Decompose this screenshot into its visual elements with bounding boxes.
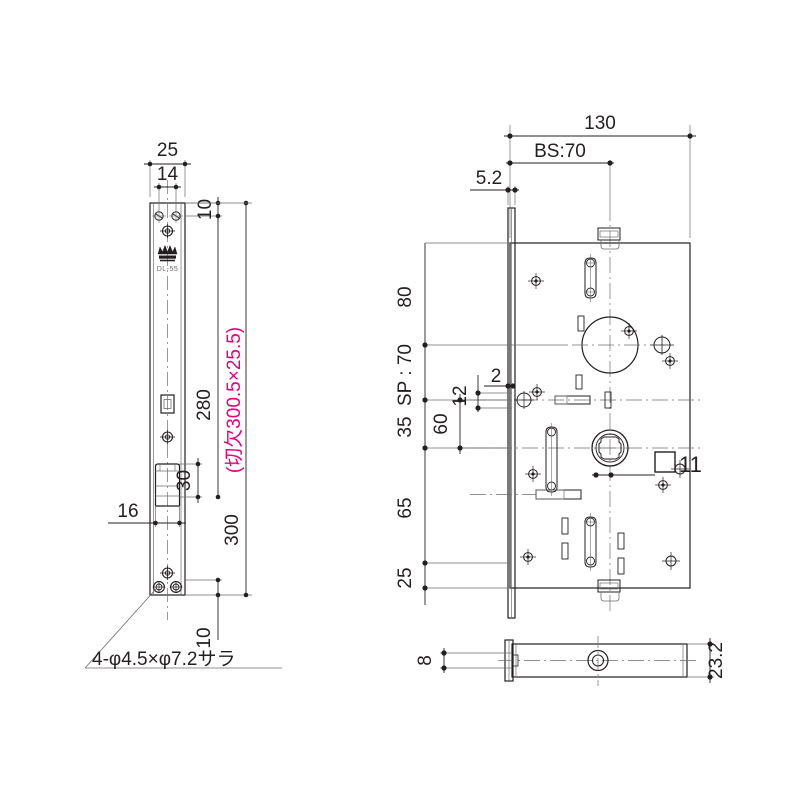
small-pin-b <box>577 315 585 332</box>
small-tab-2 <box>561 542 569 560</box>
dim-chain-vertical: 80 SP : 70 35 65 25 <box>395 242 568 605</box>
deadbolt-slot <box>160 394 175 414</box>
vertical-tab-a <box>604 391 612 409</box>
small-tab-3 <box>617 532 625 550</box>
dim-case-thickness: 23.2 <box>687 638 727 683</box>
dim-screw-spacing: 14 <box>154 164 181 210</box>
mid-slot <box>545 423 558 496</box>
dim-label-65: 65 <box>395 497 416 518</box>
small-tab-4 <box>617 557 625 575</box>
top-screw-left <box>152 209 166 223</box>
screw-mark-3 <box>650 335 674 355</box>
top-screw-right <box>169 209 183 223</box>
cut-opening-note: (切欠300.5×25.5) <box>223 327 245 473</box>
dim-case-depth: 130 <box>504 113 696 238</box>
screw-mark-8 <box>520 549 536 565</box>
screw-mark-7 <box>655 477 671 493</box>
brand-emblem-icon <box>157 244 178 262</box>
product-code-label: DL-55 <box>157 266 179 273</box>
front-view-group: DL-55 <box>84 140 282 670</box>
screw-mark-2 <box>621 323 637 339</box>
dim-bottom-offset: 10 <box>185 577 222 649</box>
dim-hub-offset: 60 <box>431 394 505 454</box>
spindle-hub <box>591 429 629 467</box>
dim-backset: BS:70 <box>506 141 614 205</box>
dim-label-25: 25 <box>395 567 416 588</box>
small-tab-1 <box>561 517 569 535</box>
dim-offset-12: 12 <box>450 375 512 412</box>
horizontal-bar-lower <box>470 489 582 500</box>
dim-label-12: 12 <box>450 385 471 406</box>
faceplate-screw-upper <box>160 224 175 238</box>
dim-label-bs70: BS:70 <box>534 141 586 162</box>
screw-mark-5 <box>529 384 545 400</box>
screw-mark-6 <box>525 466 541 482</box>
dim-label-square-11: 11 <box>679 452 702 477</box>
dim-label-300: 300 <box>222 514 243 546</box>
dim-label-25: 25 <box>157 140 178 161</box>
dim-strike-offset: 16 <box>108 501 186 527</box>
dim-label-8: 8 <box>415 655 436 666</box>
dim-label-52: 5.2 <box>476 168 502 189</box>
dim-offset-2: 2 <box>484 366 516 389</box>
dim-label-30: 30 <box>174 470 195 491</box>
horizontal-bar-upper <box>554 395 591 405</box>
hole-spec-note: 4-φ4.5×φ7.2サラ <box>92 649 235 670</box>
screw-mark-1 <box>528 273 544 289</box>
dim-label-14: 14 <box>157 164 179 185</box>
upper-slot <box>584 254 597 302</box>
dim-faceplate-thickness: 5.2 <box>470 168 519 205</box>
dim-label-35: 35 <box>395 416 416 437</box>
bottom-screw-left <box>152 581 166 593</box>
small-pin-a <box>575 374 583 390</box>
faceplate-screw-lower <box>160 566 175 580</box>
latch-bolt <box>154 463 181 507</box>
dim-faceplate-width: 25 <box>144 140 191 197</box>
screw-mark-4 <box>662 353 678 369</box>
bottom-view-notch <box>512 654 519 667</box>
square-spindle-callout: 11 <box>592 451 702 478</box>
dim-faceplate-edge: 8 <box>415 648 512 673</box>
dim-label-sp70: SP : 70 <box>395 344 416 406</box>
dim-label-60: 60 <box>431 413 452 434</box>
square-symbol-box <box>654 451 676 473</box>
top-fastener-boss <box>597 227 621 250</box>
dim-label-130: 130 <box>584 113 616 134</box>
hole-note-leader <box>84 588 282 669</box>
dim-label-280: 280 <box>194 389 215 421</box>
latch-follower-circle <box>514 391 534 409</box>
bottom-view-hub <box>587 649 609 672</box>
dim-label-2: 2 <box>491 366 502 387</box>
dim-label-bottom-10: 10 <box>194 627 215 648</box>
dim-inner-length: 280 <box>194 216 221 500</box>
dim-label-16: 16 <box>117 501 138 522</box>
screw-ring-2 <box>662 552 680 570</box>
bottom-screw-right <box>169 581 183 593</box>
dim-label-top-10: 10 <box>195 199 216 220</box>
dim-label-232: 23.2 <box>706 642 727 679</box>
bottom-view-group: 23.2 8 <box>415 636 727 686</box>
side-view-group: 11 <box>395 113 702 619</box>
cylinder-hole <box>572 316 648 374</box>
lower-slot <box>584 513 597 571</box>
faceplate-screw-middle <box>160 430 175 444</box>
dim-label-80: 80 <box>395 286 416 307</box>
bottom-fastener-boss <box>597 579 621 602</box>
dim-latch-height: 30 <box>174 458 202 503</box>
